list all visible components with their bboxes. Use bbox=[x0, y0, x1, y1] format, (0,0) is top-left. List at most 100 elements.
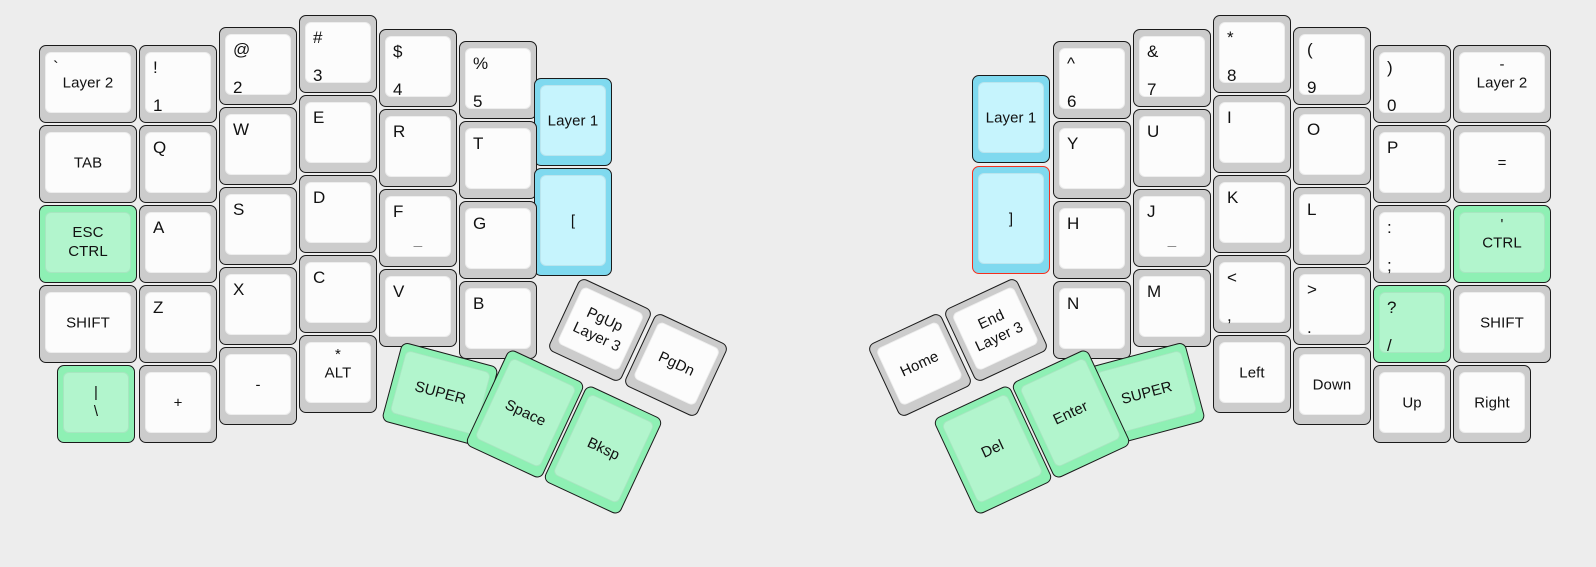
key-r-8[interactable]: *8 bbox=[1213, 15, 1291, 93]
keycap: R bbox=[385, 116, 451, 177]
key-r-u[interactable]: U bbox=[1133, 109, 1211, 187]
legend-top-left: J bbox=[1147, 202, 1156, 221]
key-l-layer1[interactable]: Layer 1 bbox=[534, 78, 612, 166]
legend-top-left: C bbox=[313, 268, 326, 287]
key-r-quote-ctrl[interactable]: 'CTRL bbox=[1453, 205, 1551, 283]
legend-center: ESC CTRL bbox=[68, 223, 108, 261]
key-l-tab[interactable]: TAB bbox=[39, 125, 137, 203]
key-r-shift[interactable]: SHIFT bbox=[1453, 285, 1551, 363]
key-r-slash[interactable]: ?/ bbox=[1373, 285, 1451, 363]
legend-top-center: ' bbox=[1500, 216, 1504, 233]
key-l-b[interactable]: B bbox=[459, 281, 537, 359]
legend-top-left: ` bbox=[53, 58, 59, 77]
keycap: F_ bbox=[385, 196, 451, 257]
keycap: -Layer 2 bbox=[1459, 52, 1545, 113]
keycap: D bbox=[305, 182, 371, 243]
key-r-h[interactable]: H bbox=[1053, 201, 1131, 279]
key-l-d[interactable]: D bbox=[299, 175, 377, 253]
legend-top-left: A bbox=[153, 218, 165, 237]
keycap: M bbox=[1139, 276, 1205, 337]
key-l-esc-ctrl[interactable]: ESC CTRL bbox=[39, 205, 137, 283]
legend-center: Bksp bbox=[584, 433, 623, 464]
key-r-m[interactable]: M bbox=[1133, 269, 1211, 347]
key-l-z[interactable]: Z bbox=[139, 285, 217, 363]
key-l-a[interactable]: A bbox=[139, 205, 217, 283]
key-l-shift[interactable]: SHIFT bbox=[39, 285, 137, 363]
key-r-y[interactable]: Y bbox=[1053, 121, 1131, 199]
key-r-j[interactable]: J_ bbox=[1133, 189, 1211, 267]
key-l-pipe-backslash[interactable]: | \ bbox=[57, 365, 135, 443]
keycap: W bbox=[225, 114, 291, 175]
key-l-c[interactable]: C bbox=[299, 255, 377, 333]
key-r-i[interactable]: I bbox=[1213, 95, 1291, 173]
key-l-g[interactable]: G bbox=[459, 201, 537, 279]
key-r-period[interactable]: >. bbox=[1293, 267, 1371, 345]
legend-top-left: U bbox=[1147, 122, 1160, 141]
keycap: T bbox=[465, 128, 531, 189]
key-l-s[interactable]: S bbox=[219, 187, 297, 265]
key-r-p[interactable]: P bbox=[1373, 125, 1451, 203]
key-l-alt[interactable]: *ALT bbox=[299, 335, 377, 413]
key-r-semicolon[interactable]: :; bbox=[1373, 205, 1451, 283]
legend-bottom-left: ; bbox=[1387, 256, 1392, 275]
key-r-minus-layer2[interactable]: -Layer 2 bbox=[1453, 45, 1551, 123]
key-r-o[interactable]: O bbox=[1293, 107, 1371, 185]
key-l-t[interactable]: T bbox=[459, 121, 537, 199]
legend-top-left: N bbox=[1067, 294, 1080, 313]
legend-center: SUPER bbox=[1119, 377, 1175, 408]
legend-center: Del bbox=[978, 436, 1007, 462]
key-l-5[interactable]: %5 bbox=[459, 41, 537, 119]
key-r-l[interactable]: L bbox=[1293, 187, 1371, 265]
key-l-minus[interactable]: - bbox=[219, 347, 297, 425]
key-r-equal[interactable]: = bbox=[1453, 125, 1551, 203]
keycap: Q bbox=[145, 132, 211, 193]
key-r-9[interactable]: (9 bbox=[1293, 27, 1371, 105]
keycap: )0 bbox=[1379, 52, 1445, 114]
legend-top-left: R bbox=[393, 122, 406, 141]
key-l-q[interactable]: Q bbox=[139, 125, 217, 203]
key-r-k[interactable]: K bbox=[1213, 175, 1291, 253]
key-r-comma[interactable]: <, bbox=[1213, 255, 1291, 333]
key-l-x[interactable]: X bbox=[219, 267, 297, 345]
key-l-v[interactable]: V bbox=[379, 269, 457, 347]
key-l-grave-layer2[interactable]: `Layer 2 bbox=[39, 45, 137, 123]
keycap: 'CTRL bbox=[1459, 212, 1545, 273]
keycap: $4 bbox=[385, 36, 451, 98]
key-l-f[interactable]: F_ bbox=[379, 189, 457, 267]
key-r-layer1[interactable]: Layer 1 bbox=[972, 75, 1050, 163]
key-r-left[interactable]: Left bbox=[1213, 335, 1291, 413]
legend-center: CTRL bbox=[1482, 234, 1522, 251]
key-l-3[interactable]: #3 bbox=[299, 15, 377, 93]
key-r-rbracket[interactable]: ] bbox=[972, 166, 1050, 274]
legend-top-left: # bbox=[313, 28, 323, 47]
key-r-right[interactable]: Right bbox=[1453, 365, 1531, 443]
key-r-7[interactable]: &7 bbox=[1133, 29, 1211, 107]
key-r-6[interactable]: ^6 bbox=[1053, 41, 1131, 119]
legend-center: Home bbox=[897, 347, 942, 380]
legend-center: End Layer 3 bbox=[972, 305, 1026, 356]
key-l-4[interactable]: $4 bbox=[379, 29, 457, 107]
key-l-plus[interactable]: + bbox=[139, 365, 217, 443]
keycap: C bbox=[305, 262, 371, 323]
keycap: - bbox=[225, 354, 291, 415]
legend-top-left: V bbox=[393, 282, 405, 301]
legend-top-left: F bbox=[393, 202, 404, 221]
keycap: L bbox=[1299, 194, 1365, 255]
legend-bottom-left: 5 bbox=[473, 92, 483, 111]
keycap: X bbox=[225, 274, 291, 335]
key-l-w[interactable]: W bbox=[219, 107, 297, 185]
key-r-down[interactable]: Down bbox=[1293, 347, 1371, 425]
key-l-r[interactable]: R bbox=[379, 109, 457, 187]
key-r-0[interactable]: )0 bbox=[1373, 45, 1451, 123]
key-l-lbracket[interactable]: [ bbox=[534, 168, 612, 276]
legend-bottom-left: 6 bbox=[1067, 92, 1077, 111]
legend-top-left: B bbox=[473, 294, 485, 313]
key-r-n[interactable]: N bbox=[1053, 281, 1131, 359]
keycap: PgUp Layer 3 bbox=[556, 285, 645, 372]
key-l-e[interactable]: E bbox=[299, 95, 377, 173]
keycap: Z bbox=[145, 292, 211, 353]
key-l-1[interactable]: !1 bbox=[139, 45, 217, 123]
keycap: Right bbox=[1459, 372, 1525, 433]
key-l-2[interactable]: @2 bbox=[219, 27, 297, 105]
key-r-up[interactable]: Up bbox=[1373, 365, 1451, 443]
